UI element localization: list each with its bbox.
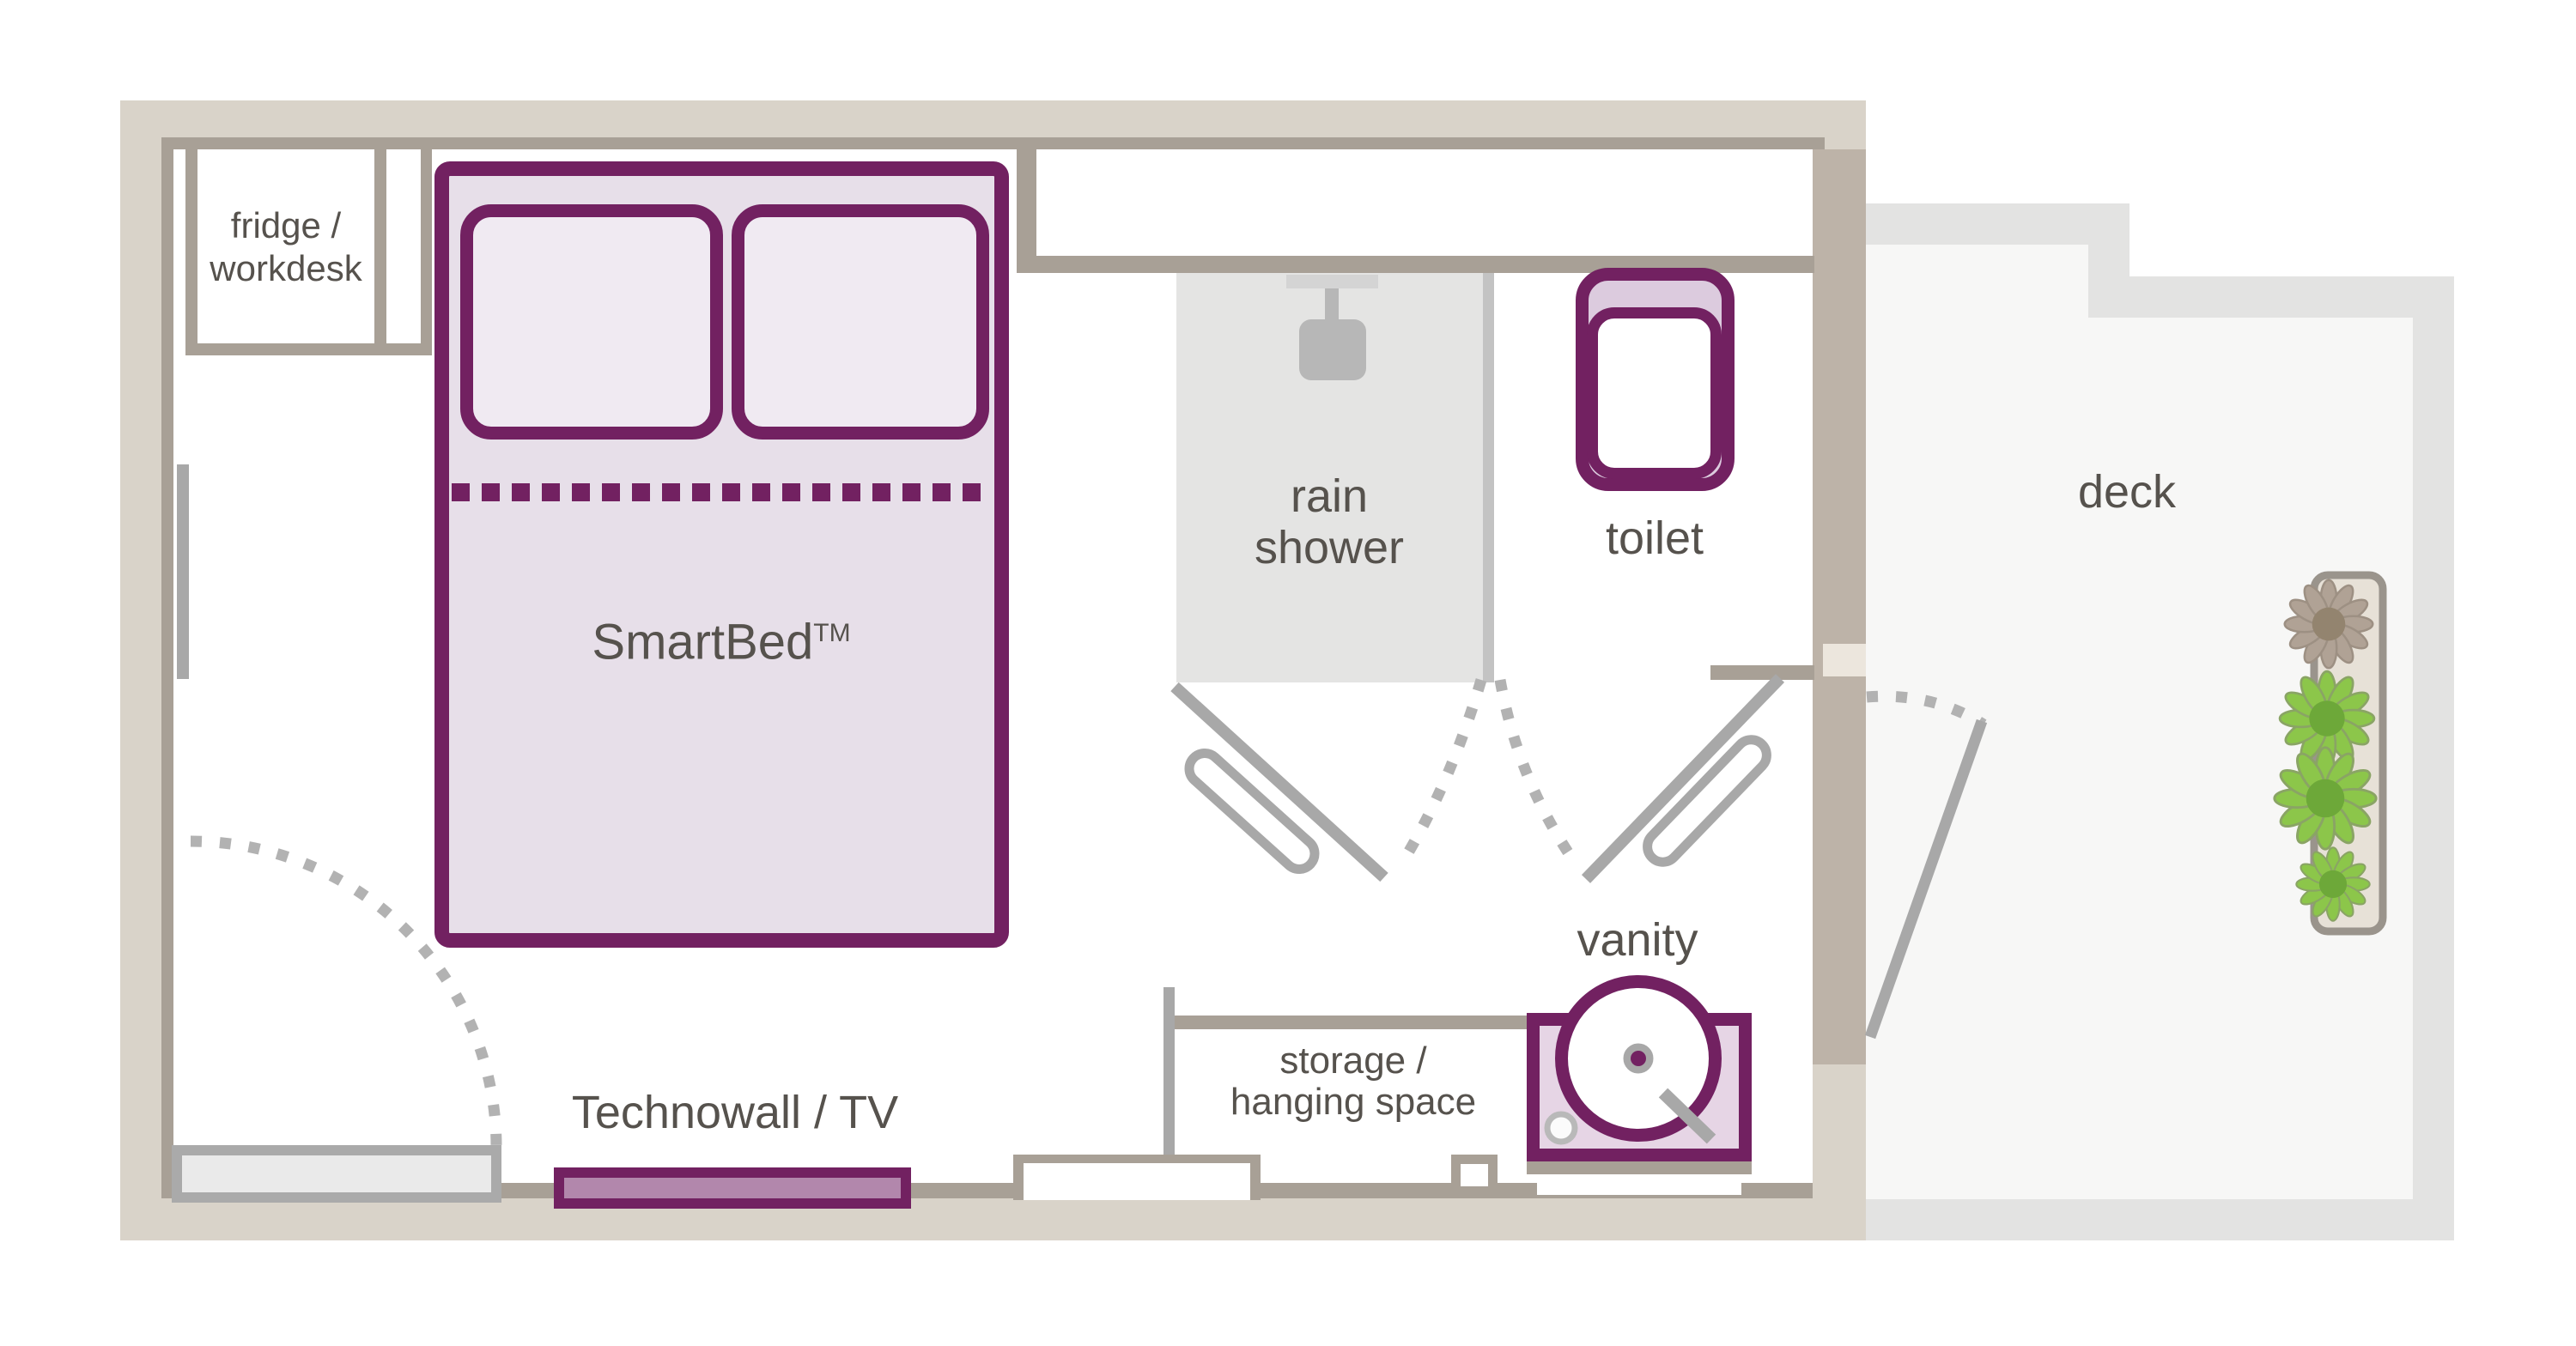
storage-divider-left: [1163, 987, 1175, 1161]
storage-divider-top: [1175, 1016, 1527, 1029]
technowall-tv: [554, 1167, 911, 1209]
pillow-left: [460, 204, 723, 440]
technowall-label: Technowall / TV: [571, 1087, 899, 1138]
deck-label: deck: [2077, 466, 2177, 518]
deck-door-swing-dots: [1866, 690, 1987, 730]
shower-rail-icon: [1286, 275, 1378, 288]
deck-floor: [1866, 245, 2413, 1199]
storage-label: storage / hanging space: [1230, 1040, 1477, 1123]
vanity-label: vanity: [1577, 914, 1698, 966]
bed-sheet-dotted-line: [452, 483, 993, 501]
smartbed-label: SmartBedTM: [592, 614, 851, 670]
closet-panel: [386, 149, 421, 343]
right-wall-lower: [1813, 1064, 1866, 1240]
pillow-right: [732, 204, 989, 440]
shower-divider: [1483, 273, 1494, 682]
wall-niche-small: [1451, 1155, 1498, 1196]
entrance-door: [172, 1145, 501, 1203]
deck-border: [1866, 203, 2454, 1240]
toilet-seat: [1587, 307, 1722, 479]
plant-icon-brown: [2284, 579, 2373, 669]
shower-head-icon: [1299, 319, 1366, 380]
plant-icon-green-3: [2296, 847, 2370, 921]
wall-niche-right: [1013, 1155, 1261, 1200]
bathroom-wall-stub: [1710, 665, 1814, 680]
shower-arm-icon: [1325, 288, 1339, 320]
vanity-counter-edge: [1527, 1161, 1752, 1174]
wall-mirror: [177, 464, 189, 679]
right-wall-threshold: [1823, 644, 1866, 676]
vanity-basin: [1555, 975, 1722, 1142]
toilet-label: toilet: [1605, 512, 1704, 564]
plant-icon-green-1: [2280, 671, 2374, 766]
partition-stub: [1017, 149, 1036, 259]
deck-door-leaf: [1864, 718, 1988, 1040]
fridge-workdesk-unit: [197, 149, 374, 343]
rain-shower-label: rain shower: [1254, 470, 1405, 573]
planter-box: [2310, 571, 2387, 936]
fridge-workdesk-label: fridge / workdesk: [210, 205, 362, 288]
right-wall: [1813, 149, 1866, 1064]
plant-icon-green-2: [2274, 747, 2377, 850]
vanity-wall-niche: [1537, 1174, 1741, 1195]
